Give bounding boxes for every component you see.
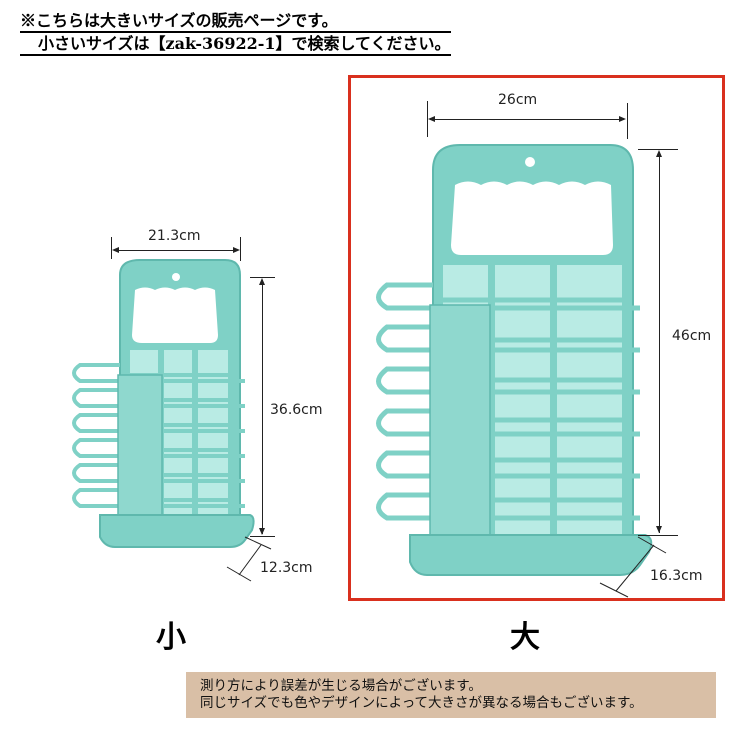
small-height-line [262, 280, 263, 534]
small-width-tick-left [111, 237, 112, 259]
large-height-tick-top [638, 149, 678, 150]
small-height-tick-bottom [250, 536, 275, 537]
large-depth-label: 16.3cm [650, 568, 703, 584]
large-height-tick-bottom [638, 535, 678, 536]
large-basket-illustration [376, 144, 653, 576]
small-width-line [114, 250, 236, 251]
large-height-line [659, 152, 660, 533]
arrow-up-icon [656, 150, 662, 157]
small-height-label: 36.6cm [270, 402, 323, 418]
arrow-right-icon [233, 247, 240, 253]
small-width-label: 21.3cm [148, 228, 201, 244]
arrow-down-icon [656, 526, 662, 533]
large-height-label: 46cm [672, 328, 712, 344]
measurement-disclaimer: 測り方により誤差が生じる場合がございます。 同じサイズでも色やデザインによって大… [186, 672, 716, 718]
arrow-left-icon [112, 247, 119, 253]
arrow-down-icon [259, 528, 265, 535]
notice-line-1: ※こちらは大きいサイズの販売ページです。 [20, 10, 451, 33]
small-width-tick-right [240, 237, 241, 261]
large-size-label: 大 [510, 620, 540, 655]
small-depth-lines [226, 536, 272, 582]
large-width-line [430, 119, 624, 120]
small-height-tick-top [250, 277, 275, 278]
notice-header: ※こちらは大きいサイズの販売ページです。 小さいサイズは【zak-36922-1… [20, 10, 451, 56]
disclaimer-line-1: 測り方により誤差が生じる場合がございます。 [200, 678, 482, 694]
small-depth-label: 12.3cm [260, 560, 313, 576]
disclaimer-line-2: 同じサイズでも色やデザインによって大きさが異なる場合もございます。 [200, 695, 643, 711]
small-size-label: 小 [156, 620, 186, 655]
large-product-highlight-frame [348, 75, 725, 601]
notice-line-2: 小さいサイズは【zak-36922-1】で検索してください。 [20, 33, 451, 56]
large-depth-lines [599, 536, 667, 598]
large-width-tick-right [627, 103, 628, 139]
arrow-right-icon [619, 116, 626, 122]
arrow-left-icon [428, 116, 435, 122]
large-width-label: 26cm [498, 92, 538, 108]
large-width-tick-left [427, 101, 428, 137]
arrow-up-icon [259, 278, 265, 285]
small-basket-illustration [72, 259, 255, 548]
